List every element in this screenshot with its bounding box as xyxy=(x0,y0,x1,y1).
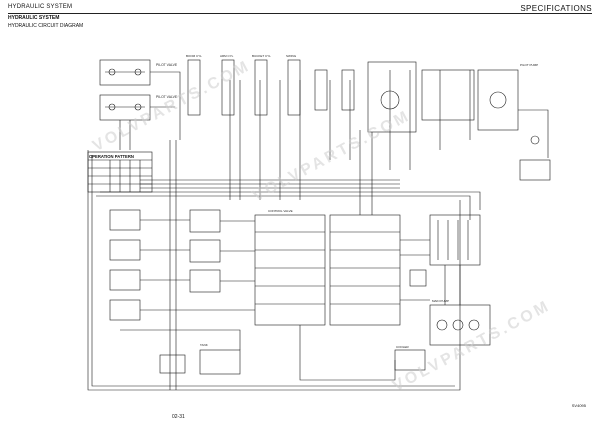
bucket-cylinder xyxy=(254,59,268,116)
pilot-line-top xyxy=(96,195,471,220)
filter xyxy=(159,354,186,374)
pump-symbol xyxy=(489,91,507,109)
control-valve-right xyxy=(329,214,401,326)
svg-text:ARM CYL: ARM CYL xyxy=(220,54,234,58)
svg-text:PILOT VALVE: PILOT VALVE xyxy=(156,63,178,67)
relief-valve xyxy=(409,269,427,287)
svg-text:MAIN PUMP: MAIN PUMP xyxy=(432,299,449,303)
pilot-line-upper xyxy=(100,191,481,210)
section-heading: HYDRAULIC SYSTEM xyxy=(8,15,60,21)
header-chapter-label: SPECIFICATIONS xyxy=(520,4,592,13)
solenoid-valve-1 xyxy=(109,209,141,231)
swing-motor xyxy=(287,59,301,116)
boom-cylinder xyxy=(187,59,201,116)
pump-unit-right xyxy=(477,69,519,131)
header-rule xyxy=(8,13,592,14)
svg-text:PILOT VALVE: PILOT VALVE xyxy=(156,95,178,99)
swing-unit xyxy=(367,61,417,133)
travel-motor-left xyxy=(314,69,328,111)
arm-cylinder xyxy=(221,59,235,116)
accumulator xyxy=(530,135,540,145)
pilot-valve-center-2 xyxy=(189,239,221,263)
svg-text:COOLER: COOLER xyxy=(396,345,410,349)
figure-code: SV4095 xyxy=(571,403,586,408)
pilot-valve-center-1 xyxy=(189,209,221,233)
travel-unit xyxy=(421,69,475,121)
svg-text:PILOT PUMP: PILOT PUMP xyxy=(520,63,538,67)
svg-text:BOOM CYL: BOOM CYL xyxy=(186,54,202,58)
solenoid-valve-2 xyxy=(109,239,141,261)
header-section-label: HYDRAULIC SYSTEM xyxy=(8,4,73,10)
pilot-valve-left-bottom xyxy=(99,94,151,121)
page-header: HYDRAULIC SYSTEM SPECIFICATIONS HYDRAULI… xyxy=(8,4,592,30)
return-line-inner xyxy=(91,155,455,387)
control-valve-left xyxy=(254,214,326,326)
actuator-feed-lines xyxy=(229,80,301,200)
pilot-valve-left-top xyxy=(99,59,151,86)
diagram-title: HYDRAULIC CIRCUIT DIAGRAM xyxy=(8,23,84,29)
travel-motor-right xyxy=(341,69,355,111)
pilot-pump xyxy=(519,159,551,181)
page-number: 02-31 xyxy=(172,414,185,420)
right-control-block xyxy=(429,214,481,266)
tank xyxy=(199,349,241,375)
solenoid-valve-3 xyxy=(109,269,141,291)
svg-text:OPERATION PATTERN: OPERATION PATTERN xyxy=(89,154,134,159)
swing-motor-symbol xyxy=(380,90,400,110)
svg-text:CONTROL VALVE: CONTROL VALVE xyxy=(268,209,293,213)
svg-text:BUCKET CYL: BUCKET CYL xyxy=(252,54,271,58)
svg-text:TANK: TANK xyxy=(200,343,208,347)
svg-text:SWING: SWING xyxy=(286,54,297,58)
solenoid-valve-4 xyxy=(109,299,141,321)
pilot-valve-center-3 xyxy=(189,269,221,293)
